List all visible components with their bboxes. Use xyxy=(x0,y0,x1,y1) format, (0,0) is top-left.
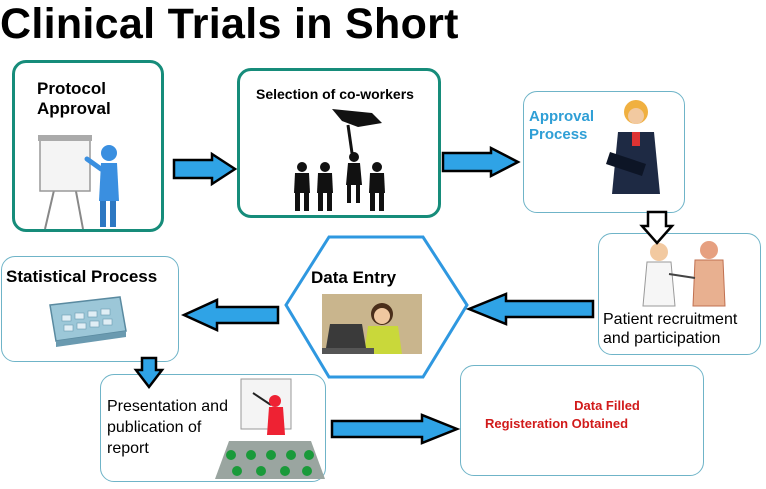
data-filled-box: Data Filled Registeration Obtained xyxy=(460,365,704,476)
arrow-presentation-to-filled xyxy=(330,413,461,445)
data-entry-label: Data Entry xyxy=(311,268,397,287)
patient-recruitment-box: Patient recruitment and participation xyxy=(598,233,761,355)
arrow-coworkers-to-approval xyxy=(441,145,521,179)
patient-recruitment-label: Patient recruitment and participation xyxy=(603,311,738,348)
data-filled-line2: Registeration Obtained xyxy=(485,416,629,431)
arrow-approval-to-recruitment xyxy=(639,210,675,245)
selection-coworkers-label: Selection of co-workers xyxy=(256,86,414,102)
woman-with-folder-icon xyxy=(606,100,660,194)
presentation-label: Presentation and publication of report xyxy=(107,398,228,457)
approval-process-label: Approval Process xyxy=(529,108,595,143)
statistical-process-box: Statistical Process xyxy=(1,256,179,362)
presenter-flipchart-icon xyxy=(38,135,119,230)
protocol-approval-label: Protocol Approval xyxy=(37,79,111,119)
approval-process-box: Approval Process xyxy=(523,91,685,213)
arrow-protocol-to-coworkers xyxy=(172,151,238,187)
page-title: Clinical Trials in Short xyxy=(0,0,459,48)
protocol-approval-box: Protocol Approval xyxy=(12,60,164,232)
calculator-icon xyxy=(49,296,127,347)
doctor-examining-patient-icon xyxy=(642,241,726,307)
arrow-statistical-to-presentation xyxy=(133,356,165,390)
hand-picking-businessman-icon xyxy=(294,109,385,211)
arrow-recruitment-to-dataentry xyxy=(465,292,595,326)
statistical-process-label: Statistical Process xyxy=(6,267,158,286)
data-filled-line1: Data Filled xyxy=(574,398,640,413)
woman-at-laptop-icon xyxy=(322,294,422,354)
presentation-box: Presentation and publication of report xyxy=(100,374,326,482)
arrow-dataentry-to-statistical xyxy=(180,298,280,332)
selection-coworkers-box: Selection of co-workers xyxy=(237,68,441,218)
presenter-audience-icon xyxy=(215,378,325,479)
